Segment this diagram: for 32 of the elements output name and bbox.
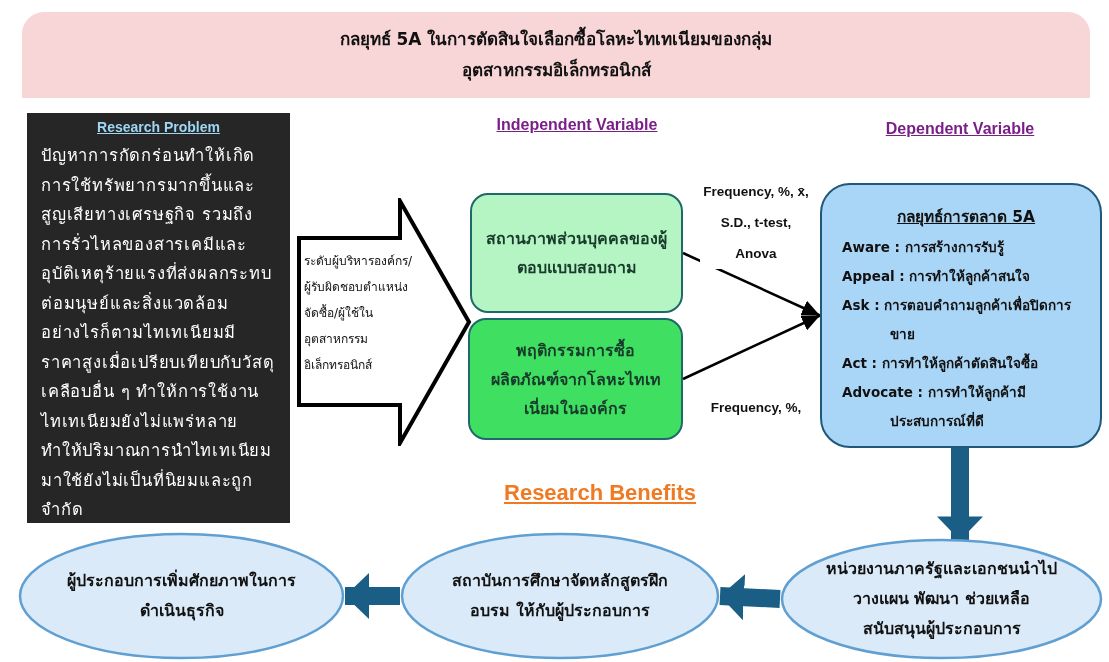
box-heading: กลยุทธ์การตลาด 5A xyxy=(896,207,1036,229)
arrow xyxy=(682,251,821,317)
column-heading: Dependent Variable xyxy=(885,120,1035,138)
list-item: Advocate : การทำให้ลูกค้ามีประสบการณ์ที่ดี xyxy=(842,383,1027,431)
ellipse-text: ผู้ประกอบการเพิ่มศักยภาพในการดำเนินธุรกิจ xyxy=(66,568,297,623)
list-item: Appeal : การทำให้ลูกค้าสนใจ xyxy=(842,267,1032,287)
benefit-ellipse xyxy=(780,538,1103,660)
benefit-ellipse xyxy=(400,532,720,660)
benefit-ellipse xyxy=(18,532,345,660)
strategy-box xyxy=(820,183,1102,448)
arrow xyxy=(682,314,821,381)
title-text: กลยุทธ์ 5A ในการตัดสินใจเลือกซื้อโลหะไทเทเนียมของกลุ่มอุตสาหกรรมอิเล็กทรอนิกส์ xyxy=(336,24,776,86)
box-text: สถานภาพส่วนบุคคลของผู้ตอบแบบสอบถาม xyxy=(486,228,667,279)
column-heading: Independent Variable xyxy=(496,116,658,134)
variable-box xyxy=(470,193,683,313)
box-text: พฤติกรรมการซื้อผลิตภัณฑ์จากโลหะไทเทเนี่ยมในองค์กร xyxy=(489,337,662,420)
section-heading: Research Benefits xyxy=(504,480,696,506)
panel-heading: Research Problem xyxy=(97,119,220,135)
problem-panel xyxy=(27,113,290,523)
title-band xyxy=(22,12,1090,98)
ellipse-text: หน่วยงานภาครัฐและเอกชนนำไปวางแผน พัฒนา ช่วยเหลือสนับสนุนผู้ประกอบการ xyxy=(825,558,1058,641)
variable-box xyxy=(468,318,683,440)
list-item: Aware : การสร้างการรับรู้ xyxy=(842,238,1005,258)
block-arrow xyxy=(719,574,781,621)
arrow-text: ระดับผู้บริหารองค์กร/ผู้รับผิดชอบตำแหน่งจัดซื้อ/ผู้ใช้ในอุตสาหกรรมอิเล็กทรอนิกส์ xyxy=(304,253,414,374)
block-arrow xyxy=(345,573,400,619)
ellipse-text: สถาบันการศึกษาจัดหลักสูตรฝึกอบรม ให้กับผู้ประกอบการ xyxy=(451,570,669,623)
paragraph: ปัญหาการกัดกร่อนทำให้เกิดการใช้ทรัพยากรมากขึ้นและสูญเสียทางเศรษฐกิจ รวมถึงการรั่วไหลของสารเคมีและอุบัติเหตุร้ายแรงที่ส่งผลกระทบต่อมนุษย์และสิ่งแวดล้อมอย่างไรก็ตามไทเทเนียมมีราคาสูงเมื่อเปรียบเทียบกับวัสดุเคลือบอื่น ๆ ทำให้การใช้งานไทเทเนียมยังไม่แพร่หลาย ทำให้ปริมาณการนำไทเทเนียมมาใช้ยังไม่เป็นที่นิยมและถูกจำกัด xyxy=(41,145,276,521)
list-item: Ask : การตอบคำถามลูกค้าเพื่อปิดการขาย xyxy=(842,295,1073,344)
block-arrow xyxy=(297,198,472,446)
list-item: Act : การทำให้ลูกค้าตัดสินใจซื้อ xyxy=(842,352,1039,374)
block-arrow xyxy=(937,448,983,541)
